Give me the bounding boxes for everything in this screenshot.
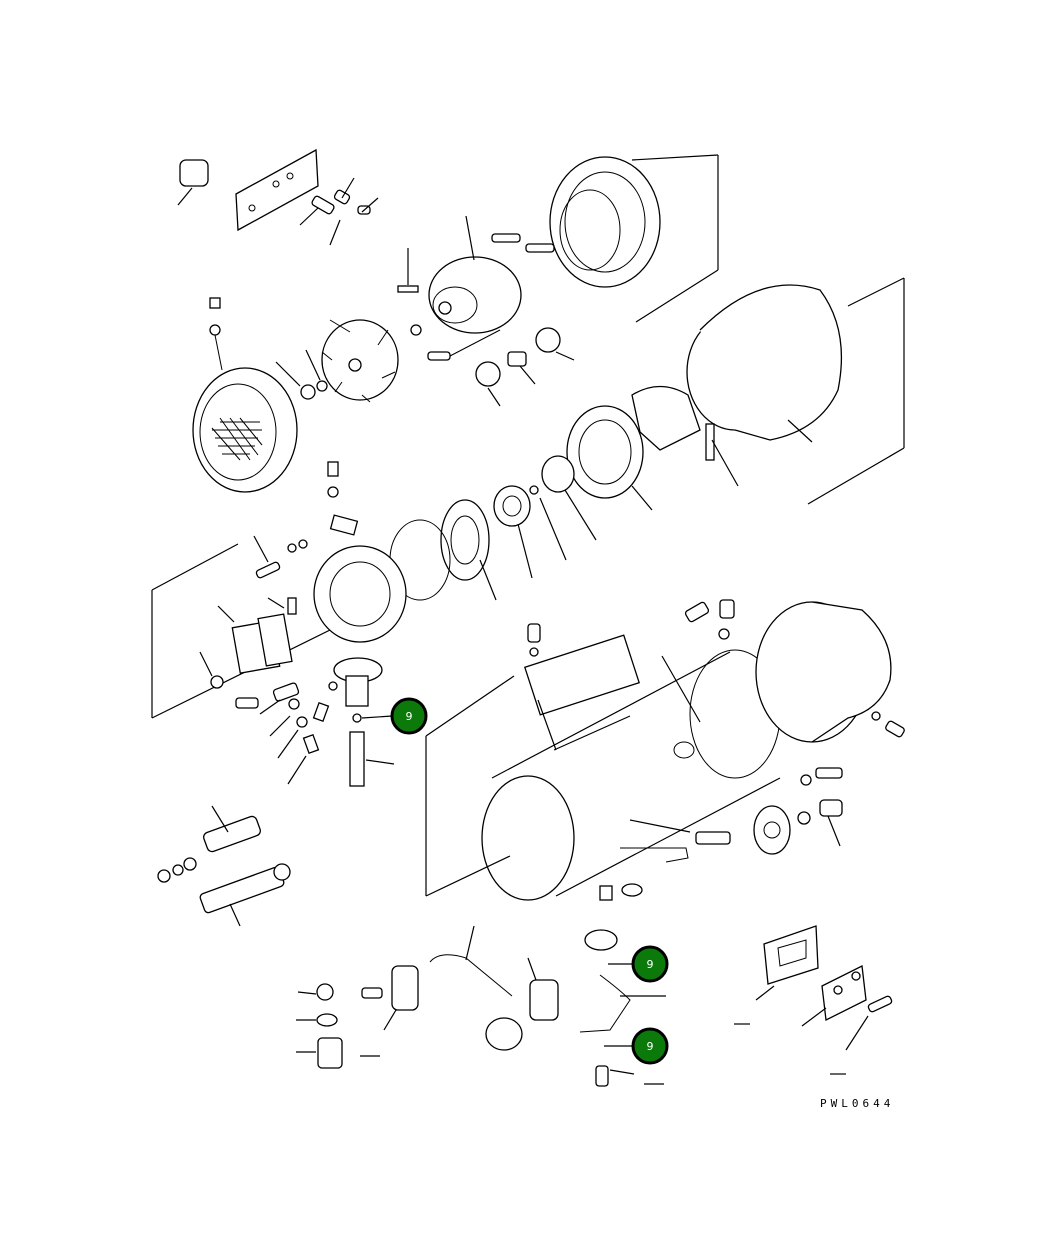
end-shield-housing [491, 154, 719, 323]
callout-label: 9 [647, 958, 654, 971]
rotor-discs [389, 485, 533, 601]
fuel-system [296, 883, 666, 1087]
callout-label: 9 [647, 1040, 654, 1053]
stator-frame [686, 277, 905, 505]
small-rotor-parts [475, 327, 575, 407]
callout-item-9-a[interactable]: 9 [390, 697, 428, 735]
callout-circle[interactable] [631, 1027, 669, 1065]
terminal-box [199, 597, 297, 689]
cooling-fan [275, 319, 399, 403]
callout-circle[interactable] [631, 945, 669, 983]
callout-label: 9 [406, 710, 413, 723]
callout-circle[interactable] [390, 697, 428, 735]
bolts-washers [235, 681, 338, 785]
callout-item-9-c[interactable]: 9 [631, 1027, 669, 1065]
drawing-code: PWL0644 [820, 1097, 894, 1110]
main-cylinder-body [425, 634, 781, 901]
bolts-upper-body [527, 599, 735, 723]
callout-leader-1 [361, 715, 393, 719]
flange-fitting [753, 767, 843, 855]
exhaust-cone [755, 601, 905, 743]
coupling-shaft [333, 657, 395, 787]
glow-plug-connector [157, 805, 291, 927]
exciter-stator [529, 385, 701, 561]
bearing-bracket [151, 461, 407, 719]
callout-item-9-b[interactable]: 9 [631, 945, 669, 983]
switch-assembly [177, 148, 379, 246]
gasket-plate-group [734, 925, 893, 1075]
rotor-bearing-housing [397, 215, 522, 361]
fan-cover [192, 297, 298, 493]
